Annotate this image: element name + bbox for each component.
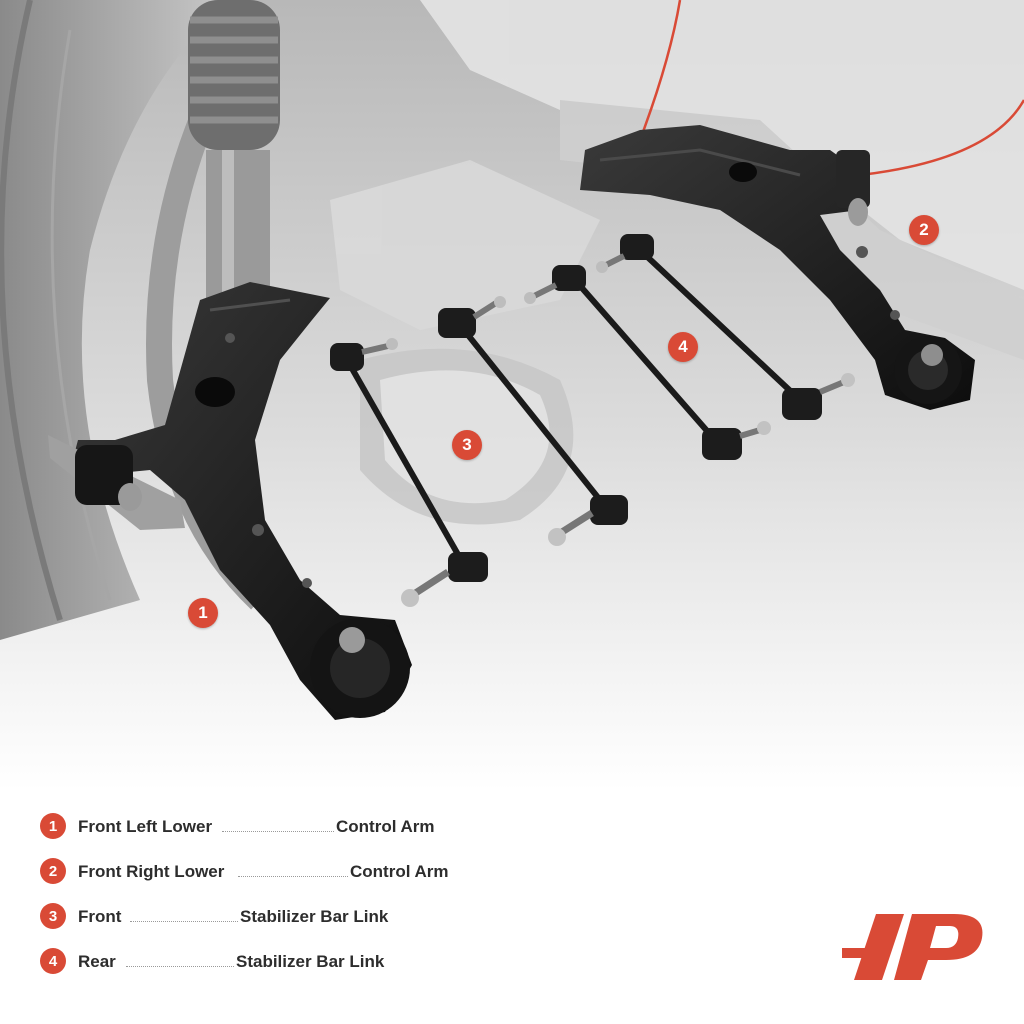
legend-dotted-leader <box>238 876 348 877</box>
strut-spring <box>188 0 280 300</box>
legend-dotted-leader <box>126 966 234 967</box>
product-scene <box>0 0 1024 790</box>
marker-2: 2 <box>909 215 939 245</box>
stabilizer-link-rear-a <box>524 265 771 460</box>
legend-left-text: Front Left Lower <box>78 817 213 836</box>
legend-right-text: Stabilizer Bar Link <box>236 952 385 971</box>
control-arm-front-right <box>580 125 975 410</box>
legend-row-2: 2 Front Right Lower Control Arm <box>40 857 510 887</box>
legend-row-3: 3 Front Stabilizer Bar Link <box>40 902 510 932</box>
red-line <box>859 99 1024 177</box>
legend-number: 1 <box>40 813 66 839</box>
stabilizer-link-front-a <box>330 338 488 607</box>
legend-left-text: Front <box>78 907 122 926</box>
legend-dotted-leader <box>130 921 238 922</box>
legend-right-text: Control Arm <box>336 817 435 836</box>
legend-number: 4 <box>40 948 66 974</box>
marker-4: 4 <box>668 332 698 362</box>
legend-right-text: Stabilizer Bar Link <box>240 907 389 926</box>
legend-left-text: Rear <box>78 952 116 971</box>
legend-number: 3 <box>40 903 66 929</box>
marker-1: 1 <box>188 598 218 628</box>
a-premium-logo <box>842 914 983 980</box>
legend-dotted-leader <box>222 831 334 832</box>
red-line <box>638 0 682 141</box>
stabilizer-link-rear-b <box>596 234 855 420</box>
legend-row-4: 4 Rear Stabilizer Bar Link <box>40 947 510 977</box>
legend-row-1: 1 Front Left Lower Control Arm <box>40 812 510 842</box>
legend-right-text: Control Arm <box>350 862 449 881</box>
legend-number: 2 <box>40 858 66 884</box>
legend-left-text: Front Right Lower <box>78 862 225 881</box>
control-arm-front-left <box>48 282 412 720</box>
marker-3: 3 <box>452 430 482 460</box>
stabilizer-link-front-b <box>438 296 628 546</box>
